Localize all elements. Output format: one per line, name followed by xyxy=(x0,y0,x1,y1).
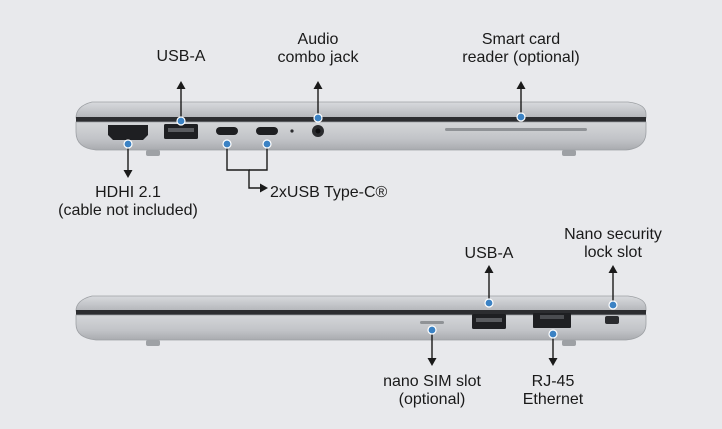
label-hdmi: HDHI 2.1 (cable not included) xyxy=(58,184,198,219)
laptop-left-side xyxy=(75,101,647,156)
label-usb-a-bottom: USB-A xyxy=(464,245,514,262)
callout-dots-top xyxy=(123,112,526,149)
callout-lines-bottom xyxy=(431,272,614,360)
label-usb-type-c: 2xUSB Type-C® xyxy=(270,184,388,201)
callout-lines-top xyxy=(127,88,522,189)
laptop-right-side xyxy=(75,295,647,346)
callout-dots-bottom xyxy=(427,298,618,339)
sim-slot xyxy=(420,321,444,324)
callout-arrowheads-bottom xyxy=(427,265,618,366)
usb-c-port-1 xyxy=(216,127,238,135)
hdmi-port xyxy=(108,125,148,140)
usb-c-port-2 xyxy=(256,127,278,135)
callout-arrowheads-top xyxy=(123,81,526,193)
label-usb-a-top: USB-A xyxy=(156,48,206,65)
label-nano-sim-slot: nano SIM slot (optional) xyxy=(383,373,481,408)
label-audio-combo-jack: Audio combo jack xyxy=(277,31,359,66)
label-nano-security-lock: Nano security lock slot xyxy=(564,226,662,261)
smart-card-slot xyxy=(445,128,587,131)
label-smart-card-reader: Smart card reader (optional) xyxy=(462,31,580,66)
label-rj45-ethernet: RJ-45 Ethernet xyxy=(522,373,584,408)
nano-lock-slot xyxy=(605,316,619,324)
